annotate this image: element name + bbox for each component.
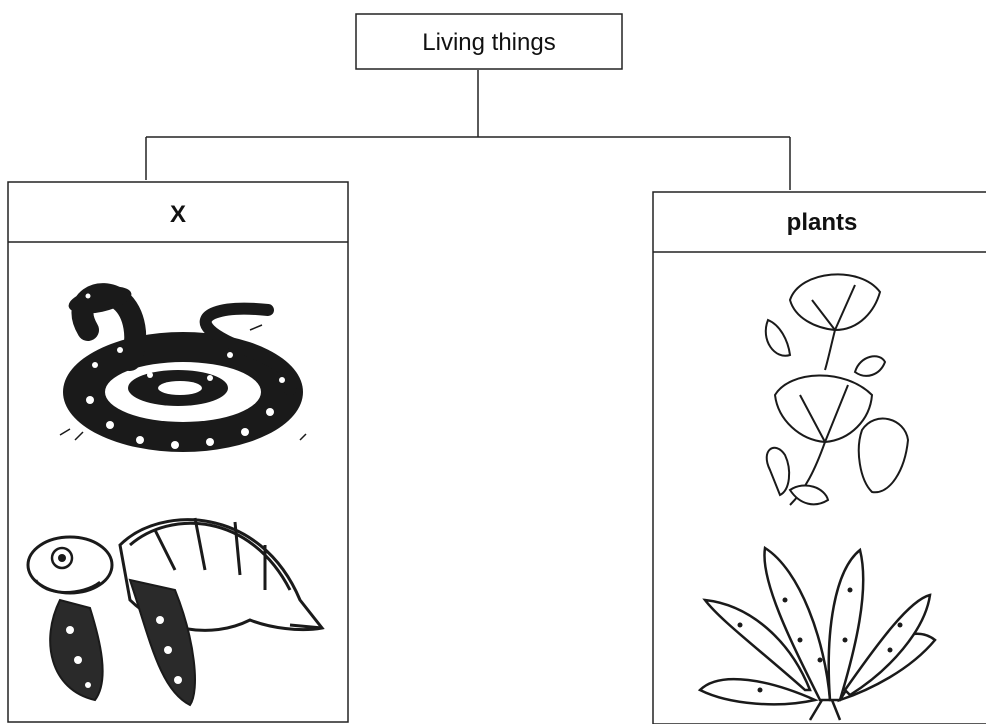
tree-connectors	[146, 70, 790, 190]
branch-plants: plants	[653, 192, 986, 724]
root-node: Living things	[356, 14, 622, 69]
branch-x: X	[8, 182, 348, 722]
branch-plants-label: plants	[787, 209, 858, 236]
root-label: Living things	[422, 29, 555, 56]
branch-x-label: X	[170, 201, 186, 228]
